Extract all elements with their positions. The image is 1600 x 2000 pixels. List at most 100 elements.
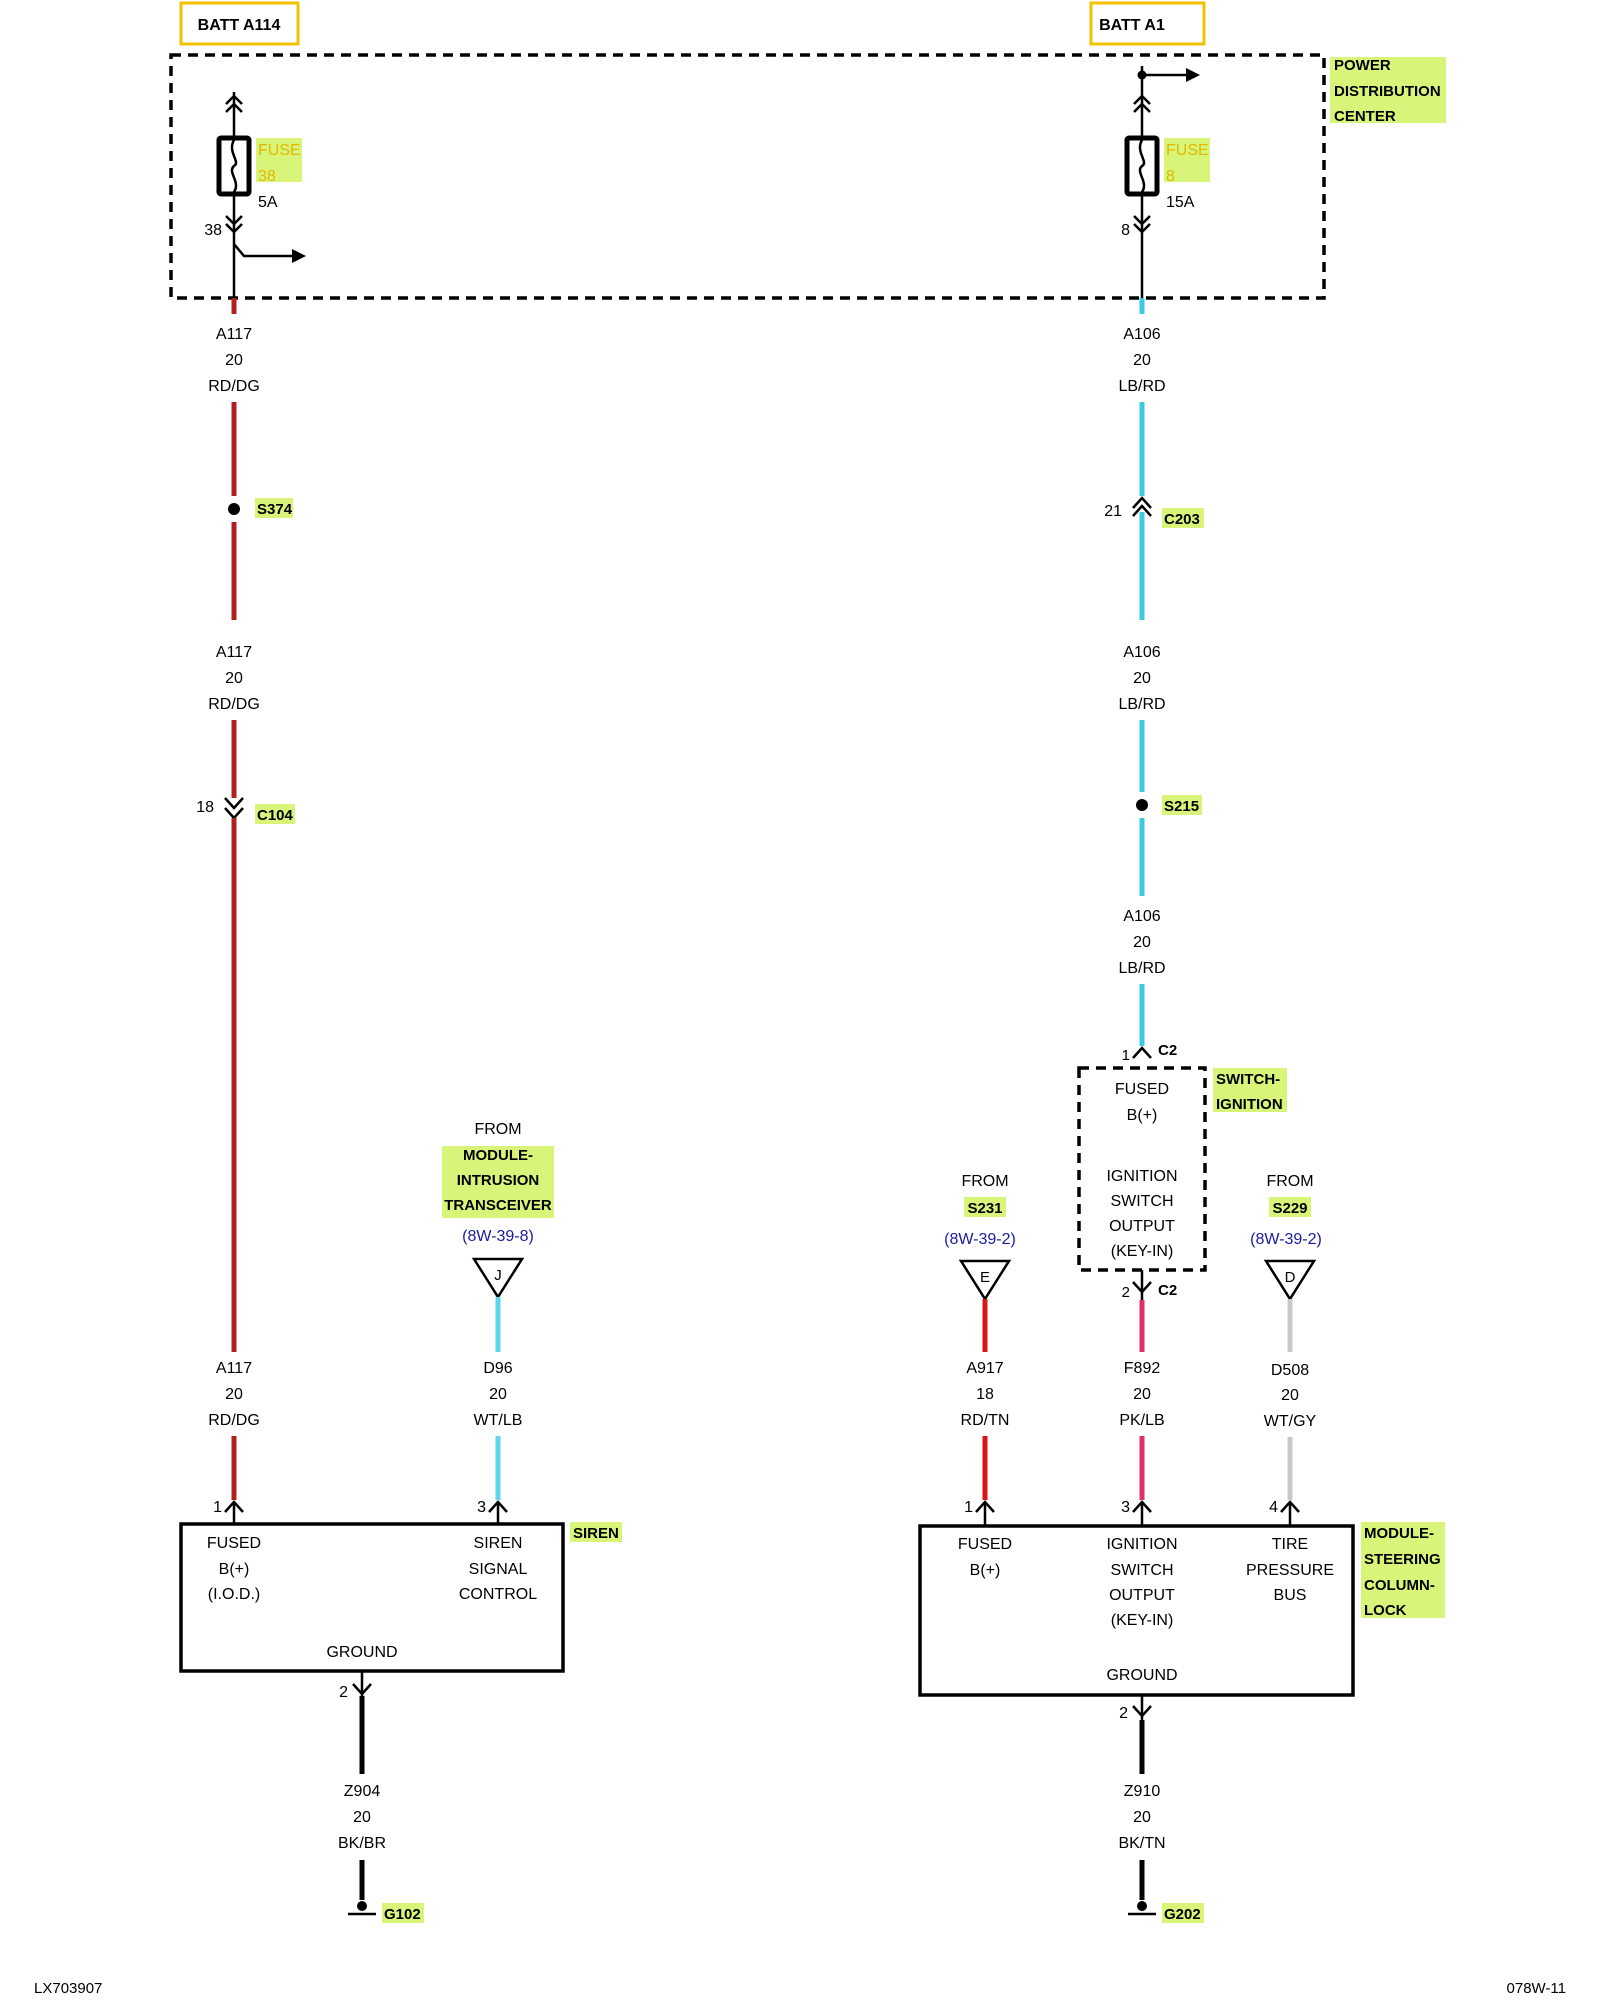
from-s231-highlight [964,1197,1006,1217]
from-s229-letter: D [1285,1269,1296,1286]
a106-bot-color: LB/RD [1118,960,1165,977]
a106-top-color: LB/RD [1118,378,1165,395]
switch-ignition-label-highlight [1213,1068,1287,1112]
a917-color: RD/TN [961,1412,1010,1429]
scl-ign-line-3: OUTPUT [1109,1587,1175,1604]
z904-circuit: Z904 [344,1783,381,1800]
connector-c2-out-label: C2 [1158,1282,1177,1299]
switch-ignition-output-line-1: IGNITION [1106,1168,1177,1185]
footer-left-code: LX703907 [34,1980,102,1997]
ground-g202-highlight [1162,1903,1204,1923]
siren-signal-line-1: SIREN [474,1535,523,1552]
from-s229-line-1: S229 [1272,1200,1307,1217]
a117-top-gauge: 20 [225,352,243,369]
siren-ground-pin: 2 [339,1684,348,1701]
a106-mid-circuit: A106 [1123,644,1160,661]
fuse-38-branch-arrow-icon [292,249,306,263]
a106-top-circuit: A106 [1123,326,1160,343]
siren-pin1: 1 [213,1499,222,1516]
batt-a1-box [1089,1,1206,46]
from-s231-letter: E [980,1269,990,1286]
switch-ignition-output-line-2: SWITCH [1110,1193,1173,1210]
f892-color: PK/LB [1119,1412,1164,1429]
ground-g202-label: G202 [1164,1906,1201,1923]
scl-pin4: 4 [1269,1499,1278,1516]
fuse-38-top-terminal-icon [225,94,243,113]
pdc-label-line-2: DISTRIBUTION [1334,83,1441,100]
from-s231-line-1: S231 [967,1200,1002,1217]
switch-ignition-fused-line-1: FUSED [1115,1081,1169,1098]
scl-fused-line-1: FUSED [958,1536,1012,1553]
a117-bot-circuit: A117 [216,1360,252,1377]
fuse-38-branch [233,243,298,258]
siren-signal-line-2: SIGNAL [469,1561,528,1578]
siren-signal-line-3: CONTROL [459,1586,537,1603]
footer-right-code: 078W-11 [1507,1980,1566,1997]
a117-top-color: RD/DG [208,378,260,395]
a106-mid-gauge: 20 [1133,670,1151,687]
connector-c203-pin: 21 [1104,503,1122,520]
z910-circuit: Z910 [1124,1783,1161,1800]
siren-fused-line-2: B(+) [219,1561,250,1578]
z910-gauge: 20 [1133,1809,1151,1826]
from-s229-highlight [1269,1197,1311,1217]
z904-color: BK/BR [338,1835,386,1852]
switch-ignition-output-line-4: (KEY-IN) [1111,1243,1174,1260]
from-intrusion-from: FROM [474,1121,521,1138]
fuse-8-number: 8 [1166,168,1175,185]
splice-s374-dot [228,503,240,515]
d96-gauge: 20 [489,1386,507,1403]
ground-g102-label: G102 [384,1906,421,1923]
z904-gauge: 20 [353,1809,371,1826]
pdc-label-line-3: CENTER [1334,108,1396,125]
scl-tire-line-1: TIRE [1272,1536,1308,1553]
fuse-8-highlight [1164,138,1210,182]
pdc-label-highlight [1330,57,1446,123]
fuse-38-number: 38 [258,168,276,185]
from-intrusion-line-2: INTRUSION [457,1172,540,1189]
from-s229-ref[interactable]: (8W-39-2) [1250,1231,1322,1248]
connector-c104-highlight [255,804,295,824]
pdc-label-line-1: POWER [1334,57,1391,74]
scl-ign-line-1: IGNITION [1106,1536,1177,1553]
connector-c203-highlight [1162,508,1204,528]
siren-label: SIREN [573,1525,619,1542]
from-s229-triangle-icon [1263,1259,1317,1302]
a117-bot-gauge: 20 [225,1386,243,1403]
from-intrusion-highlight [442,1146,554,1218]
batt-a114-box [179,1,300,46]
switch-ignition-label-line-2: IGNITION [1216,1096,1283,1113]
module-scl-label-highlight [1361,1522,1445,1618]
splice-s215-dot [1136,799,1148,811]
scl-ign-line-2: SWITCH [1110,1562,1173,1579]
a917-gauge: 18 [976,1386,994,1403]
scl-ground-terminal-icon [1132,1705,1152,1718]
a117-top-circuit: A117 [216,326,252,343]
scl-ground-pin: 2 [1119,1705,1128,1722]
module-scl-label-line-3: COLUMN- [1364,1577,1435,1594]
a106-bot-gauge: 20 [1133,934,1151,951]
from-s229-from: FROM [1266,1173,1313,1190]
fuse-38-title: FUSE [258,142,301,159]
fuse-8-pin: 8 [1121,222,1130,239]
scl-tire-line-3: BUS [1274,1587,1307,1604]
a917-circuit: A917 [966,1360,1003,1377]
from-intrusion-ref[interactable]: (8W-39-8) [462,1228,534,1245]
fuse-38-element-icon [230,139,238,193]
module-scl-box [918,1524,1355,1697]
connector-c203-icon [1132,496,1152,517]
ground-g102-highlight [382,1903,424,1923]
fuse-38-pin: 38 [204,222,222,239]
d508-circuit: D508 [1271,1362,1309,1379]
connector-c2-in-pin: 1 [1122,1047,1130,1064]
scl-ground-label: GROUND [1106,1667,1177,1684]
from-s231-ref[interactable]: (8W-39-2) [944,1231,1016,1248]
connector-c2-out-pin: 2 [1122,1284,1130,1301]
d96-circuit: D96 [483,1360,512,1377]
fuse-8-bottom-terminal-icon [1133,215,1151,234]
pdc-boundary [169,53,1326,300]
connector-c104-label: C104 [257,807,294,824]
splice-s374-highlight [255,498,293,518]
a117-mid-circuit: A117 [216,644,252,661]
